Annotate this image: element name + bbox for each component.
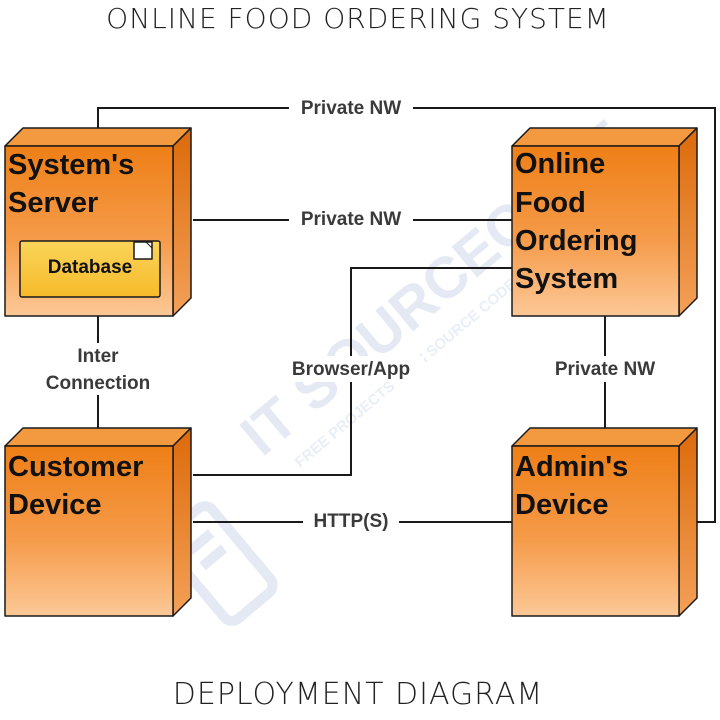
node-side-face xyxy=(678,427,698,617)
edge-label-inter: Inter xyxy=(77,346,119,367)
component-icon xyxy=(133,241,153,260)
node-online-food-ordering-system: Online Food Ordering System xyxy=(511,127,698,317)
component-label: Database xyxy=(48,257,133,278)
edge-label-connection: Connection xyxy=(46,373,151,394)
node-label-line-1: Customer xyxy=(8,451,143,483)
node-front-face xyxy=(511,145,680,317)
node-label-line-4: System xyxy=(515,263,618,295)
node-side-face xyxy=(172,127,192,317)
node-systems-server: System's Server Database xyxy=(4,127,192,317)
node-top-face xyxy=(4,127,192,147)
node-label-line-2: Server xyxy=(8,187,98,219)
node-label-line-3: Ordering xyxy=(515,225,637,257)
node-customer-device: Customer Device xyxy=(4,427,192,617)
edge-label-https: HTTP(S) xyxy=(314,511,389,532)
node-admins-device: Admin's Device xyxy=(511,427,698,617)
edge-label-browser-app: Browser/App xyxy=(292,359,410,380)
edge-label-online-admin: Private NW xyxy=(555,359,655,380)
node-label-line-1: Online xyxy=(515,148,605,180)
component-database: Database xyxy=(19,240,161,298)
node-top-face xyxy=(4,427,192,447)
node-label-line-1: System's xyxy=(8,149,134,181)
edge-label-top-private-nw: Private NW xyxy=(301,98,401,119)
node-label-line-1: Admin's xyxy=(515,451,628,483)
node-label-line-2: Food xyxy=(515,187,586,219)
node-top-face xyxy=(511,427,698,447)
edge-labels: Private NW Private NW Inter Connection B… xyxy=(32,96,668,534)
node-side-face xyxy=(172,427,192,617)
node-front-face xyxy=(4,445,174,617)
node-top-face xyxy=(511,127,698,147)
diagram-title: ONLINE FOOD ORDERING SYSTEM xyxy=(106,2,610,35)
node-front-face xyxy=(511,445,680,617)
edge-label-server-online: Private NW xyxy=(301,209,401,230)
edge-server-admin-top xyxy=(97,107,716,523)
node-label-line-2: Device xyxy=(515,489,609,521)
diagram-subtitle: DEPLOYMENT DIAGRAM xyxy=(173,677,543,712)
node-side-face xyxy=(678,127,698,317)
node-label-line-2: Device xyxy=(8,489,102,521)
